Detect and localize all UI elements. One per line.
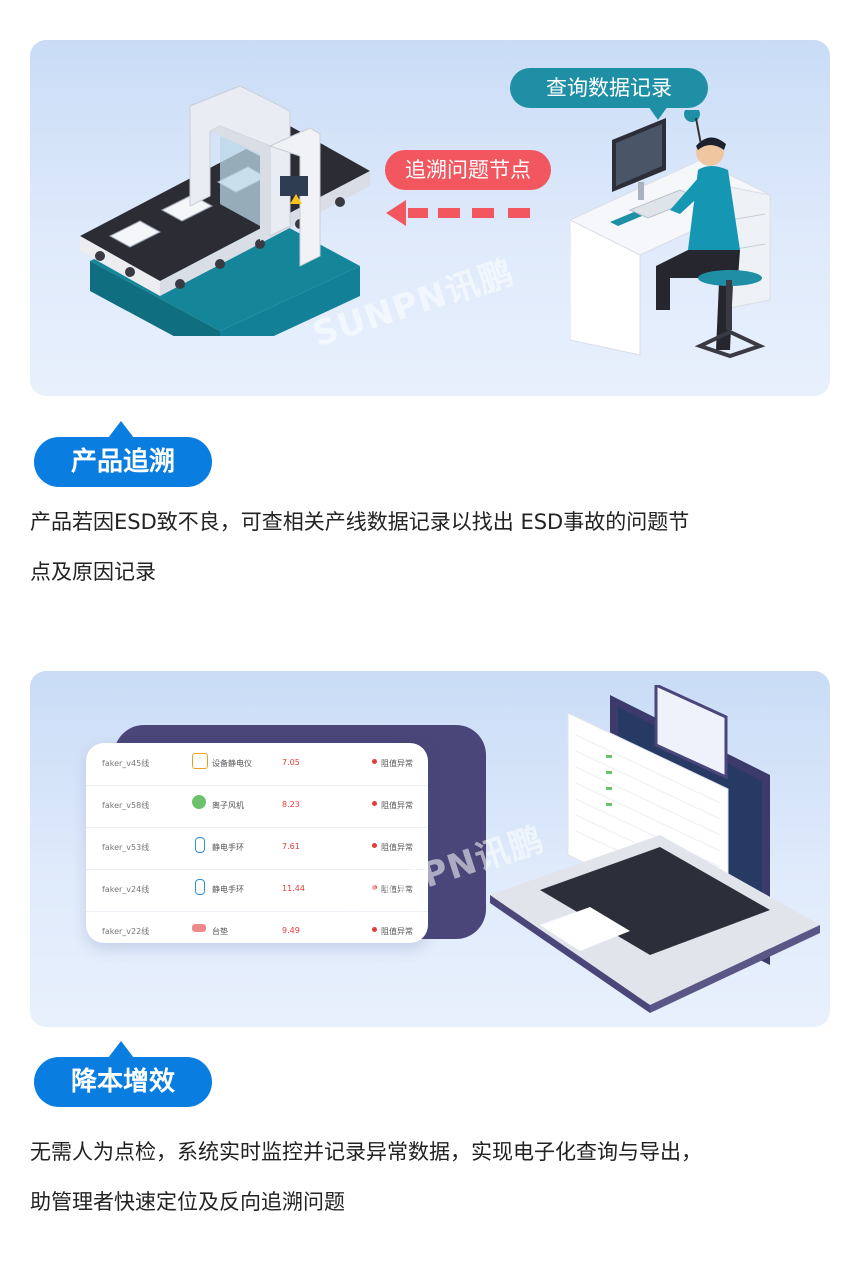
reading-value: 7.61 <box>282 842 300 851</box>
traceability-description: 产品若因ESD致不良，可查相关产线数据记录以找出 ESD事故的问题节 点及原因记… <box>30 497 842 597</box>
alert-dot-icon <box>372 885 377 890</box>
description-line: 助管理者快速定位及反向追溯问题 <box>30 1190 345 1214</box>
traceability-illustration-panel: 追溯问题节点 查询数据记录 SUNPN讯鹏 <box>30 40 830 396</box>
device-name: 设备静电仪 <box>212 759 252 768</box>
meter-icon <box>192 753 208 769</box>
description-line: 产品若因ESD致不良，可查相关产线数据记录以找出 ESD事故的问题节 <box>30 510 690 534</box>
production-line-illustration <box>80 86 370 336</box>
line-name: faker_v24线 <box>102 885 150 894</box>
product-traceability-tag: 产品追溯 <box>34 421 212 487</box>
status-text: 阻值异常 <box>381 843 413 852</box>
line-name: faker_v58线 <box>102 801 150 810</box>
table-row: faker_v53线 静电手环 7.61 阻值异常 <box>86 827 428 870</box>
ionizer-icon <box>192 795 206 809</box>
device-name: 静电手环 <box>212 885 244 894</box>
reading-value: 8.23 <box>282 800 300 809</box>
table-row: faker_v58线 离子风机 8.23 阻值异常 <box>86 785 428 828</box>
reading-value: 9.49 <box>282 926 300 935</box>
cost-efficiency-illustration-panel: faker_v45线 设备静电仪 7.05 阻值异常 faker_v58线 离子… <box>30 671 830 1027</box>
alert-dot-icon <box>372 759 377 764</box>
trace-arrow-icon <box>386 200 530 226</box>
laptop-dashboard-illustration <box>490 685 820 1013</box>
description-line: 无需人为点检，系统实时监控并记录异常数据，实现电子化查询与导出， <box>30 1140 702 1164</box>
description-line: 点及原因记录 <box>30 560 156 584</box>
wristband-icon <box>195 837 205 853</box>
alert-dot-icon <box>372 801 377 806</box>
line-name: faker_v22线 <box>102 927 150 936</box>
efficiency-description: 无需人为点检，系统实时监控并记录异常数据，实现电子化查询与导出， 助管理者快速定… <box>30 1127 842 1227</box>
cost-efficiency-tag: 降本增效 <box>34 1041 212 1107</box>
query-data-record-bubble: 查询数据记录 <box>510 68 708 120</box>
status-text: 阻值异常 <box>381 885 413 894</box>
status-text: 阻值异常 <box>381 927 413 936</box>
status-text: 阻值异常 <box>381 801 413 810</box>
device-name: 离子风机 <box>212 801 244 810</box>
table-row: faker_v45线 设备静电仪 7.05 阻值异常 <box>86 743 428 786</box>
line-name: faker_v45线 <box>102 759 150 768</box>
status-text: 阻值异常 <box>381 759 413 768</box>
device-name: 静电手环 <box>212 843 244 852</box>
reading-value: 11.44 <box>282 884 305 893</box>
line-name: faker_v53线 <box>102 843 150 852</box>
trace-problem-node-label: 追溯问题节点 <box>385 150 551 190</box>
device-name: 台垫 <box>212 927 228 936</box>
alert-dot-icon <box>372 927 377 932</box>
table-row: faker_v24线 静电手环 11.44 阻值异常 <box>86 869 428 912</box>
worker-at-desk-illustration <box>570 110 772 359</box>
wristband-icon <box>195 879 205 895</box>
anomaly-table-card: faker_v45线 设备静电仪 7.05 阻值异常 faker_v58线 离子… <box>86 743 428 943</box>
mat-icon <box>192 924 206 932</box>
table-row: faker_v22线 台垫 9.49 阻值异常 <box>86 911 428 943</box>
reading-value: 7.05 <box>282 758 300 767</box>
alert-dot-icon <box>372 843 377 848</box>
